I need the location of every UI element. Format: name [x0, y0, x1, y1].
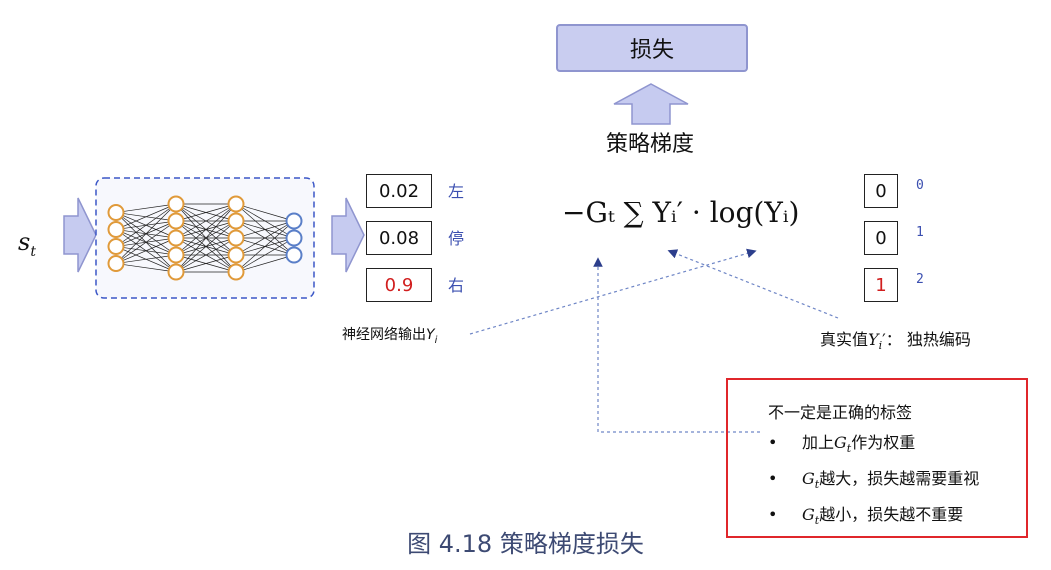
nn-edge: [175, 254, 237, 273]
nn-node: [167, 212, 185, 230]
nn-node: [167, 195, 185, 213]
nn-edge: [235, 220, 295, 256]
nn-edge: [115, 203, 177, 264]
nn-node: [167, 263, 185, 281]
nn-edge: [175, 203, 237, 256]
nn-node: [227, 229, 245, 247]
nn-node: [167, 246, 185, 264]
nn-node: [107, 204, 125, 221]
nn-node: [285, 246, 303, 264]
nn-node: [285, 212, 303, 230]
notes-box: 不一定是正确的标签 加上Gt作为权重 Gt越大，损失越需要重视 Gt越小，损失越…: [726, 378, 1028, 538]
onehot-index-2: 2: [916, 272, 924, 287]
output-value-stop: 0.08: [366, 221, 432, 255]
nn-output-label: 神经网络输出Yi: [342, 327, 438, 346]
nn-node: [227, 246, 245, 264]
nn-edge: [235, 203, 295, 222]
nn-edge: [115, 237, 177, 264]
notes-title: 不一定是正确的标签: [768, 403, 913, 422]
nn-edge: [115, 263, 177, 273]
nn-node: [107, 221, 125, 238]
onehot-value-2: 1: [864, 268, 898, 302]
nn-node: [227, 212, 245, 230]
state-symbol: st: [18, 228, 36, 260]
nn-edge: [115, 203, 177, 230]
nn-edge: [235, 237, 295, 273]
action-label-stop: 停: [448, 229, 465, 248]
nn-edge: [235, 220, 295, 239]
nn-edge: [235, 254, 295, 273]
note-item: Gt越大，损失越需要重视: [768, 464, 1006, 500]
nn-edge: [175, 220, 237, 273]
nn-node: [285, 229, 303, 247]
nn-edge: [115, 220, 177, 264]
up-arrow-icon: [613, 83, 689, 125]
onehot-index-0: 0: [916, 178, 924, 193]
onehot-value-1: 0: [864, 221, 898, 255]
input-arrow-icon: [63, 197, 97, 273]
action-label-left: 左: [448, 182, 465, 201]
note-item: Gt越小，损失越不重要: [768, 500, 1006, 536]
nn-edge: [175, 203, 237, 222]
nn-edge: [115, 203, 177, 213]
onehot-value-0: 0: [864, 174, 898, 208]
nn-edge: [115, 203, 177, 247]
note-item: 加上Gt作为权重: [768, 428, 1006, 464]
nn-output-connector: [469, 248, 757, 335]
action-label-right: 右: [448, 276, 465, 295]
nn-node: [107, 238, 125, 255]
nn-node: [227, 263, 245, 281]
notes-list: 加上Gt作为权重 Gt越大，损失越需要重视 Gt越小，损失越不重要: [768, 428, 1006, 537]
nn-edge: [175, 203, 237, 273]
policy-gradient-label: 策略梯度: [605, 132, 694, 157]
output-value-left: 0.02: [366, 174, 432, 208]
output-arrow-icon: [331, 197, 365, 273]
neural-network: [95, 177, 315, 299]
figure-caption: 图 4.18 策略梯度损失: [407, 530, 644, 558]
nn-node: [167, 229, 185, 247]
nn-edge: [115, 254, 177, 264]
onehot-index-1: 1: [916, 225, 924, 240]
nn-node: [227, 195, 245, 213]
loss-box: 损失: [556, 24, 748, 72]
nn-edge: [175, 237, 237, 273]
onehot-connector: [667, 249, 839, 319]
output-value-right: 0.9: [366, 268, 432, 302]
nn-edge: [175, 203, 237, 239]
nn-node: [107, 255, 125, 272]
loss-formula: −Gₜ ∑ Yᵢ′ · log(Yᵢ): [562, 196, 800, 229]
loss-label: 损失: [629, 38, 674, 63]
nn-edge: [235, 220, 295, 273]
onehot-label: 真实值Yi′： 独热编码: [820, 330, 971, 353]
